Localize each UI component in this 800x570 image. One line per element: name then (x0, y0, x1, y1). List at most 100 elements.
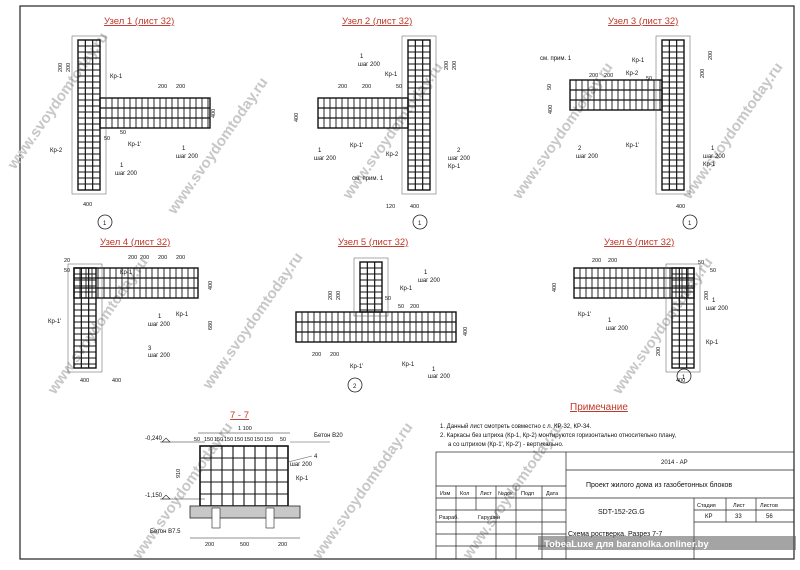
node-2: Узел 2 (лист 32) 400 400 120 50 200 200 … (294, 16, 471, 230)
dim-label: 50 (194, 437, 200, 443)
dim-label: 50 (646, 76, 652, 82)
rebar-cage (573, 263, 701, 373)
rebar-labels: Кр-1 Кр-1' Кр-1 шаг 200 шаг 200 1 1 (350, 270, 451, 380)
dim-label: 150 (244, 437, 253, 443)
dim-label: 200 (704, 291, 710, 300)
dim-label: 400 (211, 109, 217, 118)
dim-label: 200 (140, 255, 149, 261)
dim-label: 150 (254, 437, 263, 443)
dim-label: 500 (240, 542, 249, 548)
col-kol: Кол (460, 491, 469, 497)
dimension-labels: 200 200 200 200 400 400 50 50 (547, 51, 714, 210)
rebar-label: Кр-2 (626, 71, 639, 77)
watermark: www.svoydomtoday.ru (309, 419, 417, 563)
dim-label: 50 (64, 268, 70, 274)
callout-number: 2 (578, 146, 582, 152)
callout-number: 1 (182, 146, 186, 152)
axis-label: 1 (418, 221, 422, 227)
rebar-label: Кр-1 (632, 58, 645, 64)
sheet-label: Лист (733, 503, 745, 509)
dim-label: 200 (708, 51, 714, 60)
dim-label: 200 (592, 258, 601, 264)
dim-label: 150 (204, 437, 213, 443)
rebar-label: Кр-1 (402, 362, 415, 368)
stage-label: Стадия (697, 503, 716, 509)
dim-label: 400 (83, 202, 92, 208)
callout-number: 2 (457, 148, 461, 154)
step-label: шаг 200 (290, 462, 313, 468)
dim-label: 200 (176, 255, 185, 261)
dimension-labels: 200 200 200 200 400 400 50 50 (552, 258, 716, 384)
dim-label: 50 (104, 136, 110, 142)
callout-number: 4 (314, 454, 318, 460)
dimension-labels: 200 200 200 200 200 400 50 50 (312, 291, 469, 358)
rebar-label: Кр-1' (350, 364, 363, 370)
note-line: 2. Каркасы без штриха (Кр-1, Кр-2) монти… (440, 433, 676, 439)
dim-label: 120 (386, 204, 395, 210)
step-label: шаг 200 (448, 156, 471, 162)
rebar-label: Кр-1 (448, 164, 461, 170)
axis-marker (97, 214, 113, 230)
node-title: Узел 1 (лист 32) (104, 16, 174, 27)
col-data: Дата (546, 491, 559, 497)
dim-label: 400 (80, 378, 89, 384)
callout-number: 1 (432, 367, 436, 373)
callout-number: 1 (424, 270, 428, 276)
dim-label: 400 (410, 204, 419, 210)
dim-label: 200 (338, 84, 347, 90)
callout-number: 1 (158, 314, 162, 320)
col-list: Лист (480, 491, 492, 497)
dim-label: 400 (208, 281, 214, 290)
title-block-text: 2014 - АР Проект жилого дома из газобето… (439, 460, 778, 538)
axis-marker (676, 368, 692, 384)
dim-label: 400 (676, 378, 685, 384)
step-label: шаг 200 (148, 353, 171, 359)
step-label: шаг 200 (148, 322, 171, 328)
dim-label: 200 (362, 84, 371, 90)
dim-label: 200 (205, 542, 214, 548)
dim-label: 50 (396, 84, 402, 90)
dim-label: 200 (312, 352, 321, 358)
step-label: шаг 200 (176, 154, 199, 160)
node-title: Узел 5 (лист 32) (338, 237, 408, 248)
callout-number: 1 (360, 54, 364, 60)
sheet-title: Схема ростверка. Разрез 7-7 (568, 531, 662, 538)
dim-label: 150 (214, 437, 223, 443)
rebar-label: Кр-1' (128, 142, 141, 148)
dim-label: 400 (463, 327, 469, 336)
note-ref: см. прим. 1 (352, 176, 384, 182)
axis-label: 1 (103, 221, 107, 227)
notes-title: Примечание (570, 402, 628, 413)
sheet-frame (19, 5, 795, 560)
dim-label: 200 (128, 255, 137, 261)
dim-label: 150 (264, 437, 273, 443)
rebar-label: Кр-1 (176, 312, 189, 318)
node-title: Узел 2 (лист 32) (342, 16, 412, 27)
rebar-cage (317, 35, 437, 195)
rebar-label: Кр-1' (48, 319, 61, 325)
rebar-cage (295, 257, 457, 343)
step-label: шаг 200 (703, 154, 726, 160)
node-1: Узел 1 (лист 32) 200 200 200 200 400 400… (50, 16, 217, 230)
dim-label: 200 (336, 291, 342, 300)
dim-label: 50 (398, 304, 404, 310)
dim-label: 50 (280, 437, 286, 443)
year-code: 2014 - АР (661, 460, 688, 466)
rebar-label: Кр-1 (110, 74, 123, 80)
axis-marker (412, 214, 428, 230)
dimension-labels: 200 200 200 200 400 400 400 680 20 50 (64, 255, 214, 384)
watermark: www.svoydomtoday.ru (679, 59, 787, 203)
sheets-label: Листов (760, 503, 778, 509)
step-label: шаг 200 (428, 374, 451, 380)
dim-label: 200 (158, 84, 167, 90)
node-4: Узел 4 (лист 32) 200 200 200 200 400 400… (48, 237, 214, 384)
rebar-label: Кр-1' (350, 143, 363, 149)
dim-label: 400 (676, 204, 685, 210)
rebar-label: Кр-1 (296, 476, 309, 482)
dim-label: 200 (589, 73, 598, 79)
dim-label: 200 (176, 84, 185, 90)
dim-label: 400 (548, 105, 554, 114)
axis-label: 1 (682, 375, 686, 381)
stage-value: КР (705, 514, 713, 520)
rebar-labels: Кр-1 Кр-2 Кр-1' шаг 200 шаг 200 1 1 (50, 74, 199, 177)
